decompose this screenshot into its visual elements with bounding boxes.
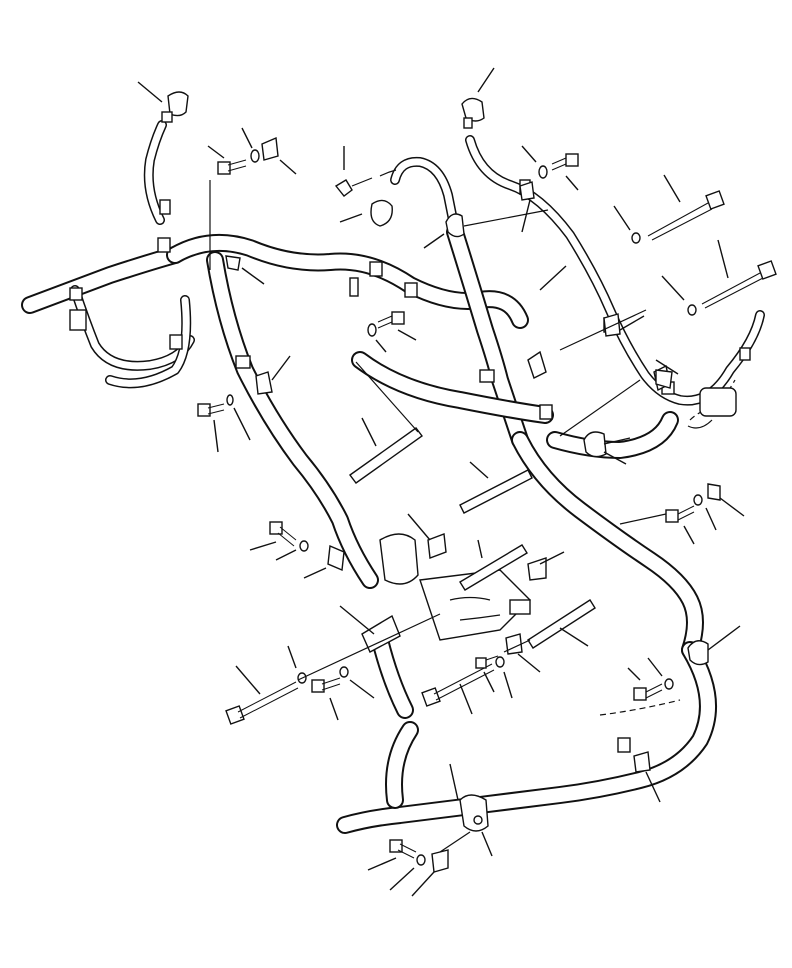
hose-fitting-center bbox=[334, 146, 397, 227]
hose-fitting-top-right bbox=[461, 67, 495, 129]
long-bolts bbox=[225, 174, 777, 725]
harness-center bbox=[351, 156, 704, 659]
bolt-left-lower bbox=[249, 521, 297, 551]
bolt-top-right bbox=[551, 153, 579, 191]
bolt-left-mid bbox=[197, 403, 225, 453]
stub-fitting-right bbox=[687, 379, 737, 429]
bolt-right-mid bbox=[665, 505, 695, 545]
relay-block bbox=[379, 533, 531, 641]
alignment-lines bbox=[209, 180, 667, 853]
bolt-bottom-center bbox=[475, 655, 499, 693]
brackets bbox=[225, 136, 745, 897]
bolt-lower-right bbox=[627, 667, 663, 701]
bolt-bottom-left bbox=[367, 839, 417, 871]
bolt-top-left bbox=[207, 145, 247, 175]
lower-hose bbox=[336, 631, 717, 834]
bolt-center bbox=[377, 311, 417, 341]
short-bolts bbox=[197, 145, 695, 871]
bolt-lower-mid bbox=[311, 677, 341, 721]
harness-left bbox=[21, 120, 529, 589]
washers bbox=[226, 127, 717, 891]
hose-fitting-top-left bbox=[137, 81, 189, 123]
spacer-sleeves bbox=[339, 417, 596, 653]
cable-right bbox=[465, 135, 765, 406]
